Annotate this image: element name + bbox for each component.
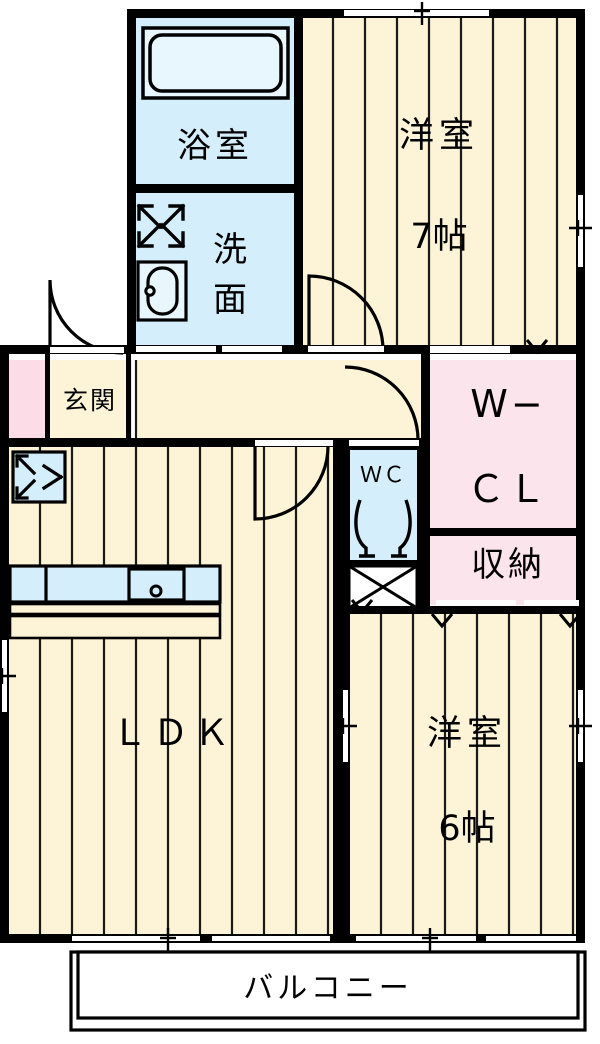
room-entrance-fill xyxy=(50,360,130,438)
entrance-door-swing xyxy=(48,279,124,355)
room-bedroom-south-fill xyxy=(349,612,585,938)
bedroom-north-door-swing xyxy=(307,274,385,351)
window-bedroom-balcony xyxy=(356,936,476,941)
hall-door-swing xyxy=(344,365,420,442)
vanity-sink-fixture xyxy=(136,260,188,322)
room-label-bedroom-south: 洋室 xyxy=(426,714,507,754)
room-bedroom-north-fill xyxy=(301,17,585,350)
window-north xyxy=(344,10,489,16)
room-label-entrance: 玄関 xyxy=(62,386,117,415)
room-label-bedroom-north: 洋室 xyxy=(398,116,479,156)
kitchen-counter-fixture xyxy=(8,564,222,640)
room-label-walk-in-closet-line1: W− xyxy=(470,382,546,426)
bathtub-fixture xyxy=(141,26,290,100)
room-walk-in-closet-fill xyxy=(430,360,585,528)
room-label-washroom-line2: 面 xyxy=(213,280,247,320)
ldk-door-swing xyxy=(253,445,330,521)
windows xyxy=(0,2,592,951)
room-label-toilet: ＷＣ xyxy=(359,463,406,488)
room-size-bedroom-south: 6帖 xyxy=(438,809,496,849)
washing-machine-symbol xyxy=(136,203,186,249)
room-ldk-fill xyxy=(8,444,333,938)
floor-plank-lines xyxy=(38,17,575,938)
entrance-tile-fill xyxy=(8,360,50,438)
room-label-balcony: バルコニー xyxy=(243,971,413,1006)
room-label-bath: 浴室 xyxy=(177,126,253,166)
balcony-outline xyxy=(69,950,587,1032)
room-label-washroom-line1: 洗 xyxy=(213,230,247,270)
door-swings xyxy=(48,274,420,521)
room-hall-fill xyxy=(136,360,421,438)
window-east-north xyxy=(578,195,583,267)
room-storage-fill xyxy=(430,535,585,605)
kitchen-sink-fixture xyxy=(127,567,186,602)
room-size-bedroom-north: 7帖 xyxy=(410,217,468,257)
toilet-fixture xyxy=(354,499,412,558)
under-stair-void-symbol xyxy=(347,564,419,610)
closet-door-markers xyxy=(350,339,582,629)
shoe-cabinet-symbol xyxy=(11,450,67,504)
room-label-ldk: ＬＤＫ xyxy=(111,713,235,754)
room-label-storage: 収納 xyxy=(471,545,545,585)
window-ldk-balcony xyxy=(72,936,200,941)
room-label-walk-in-closet-line2: ＣＬ xyxy=(466,467,549,511)
